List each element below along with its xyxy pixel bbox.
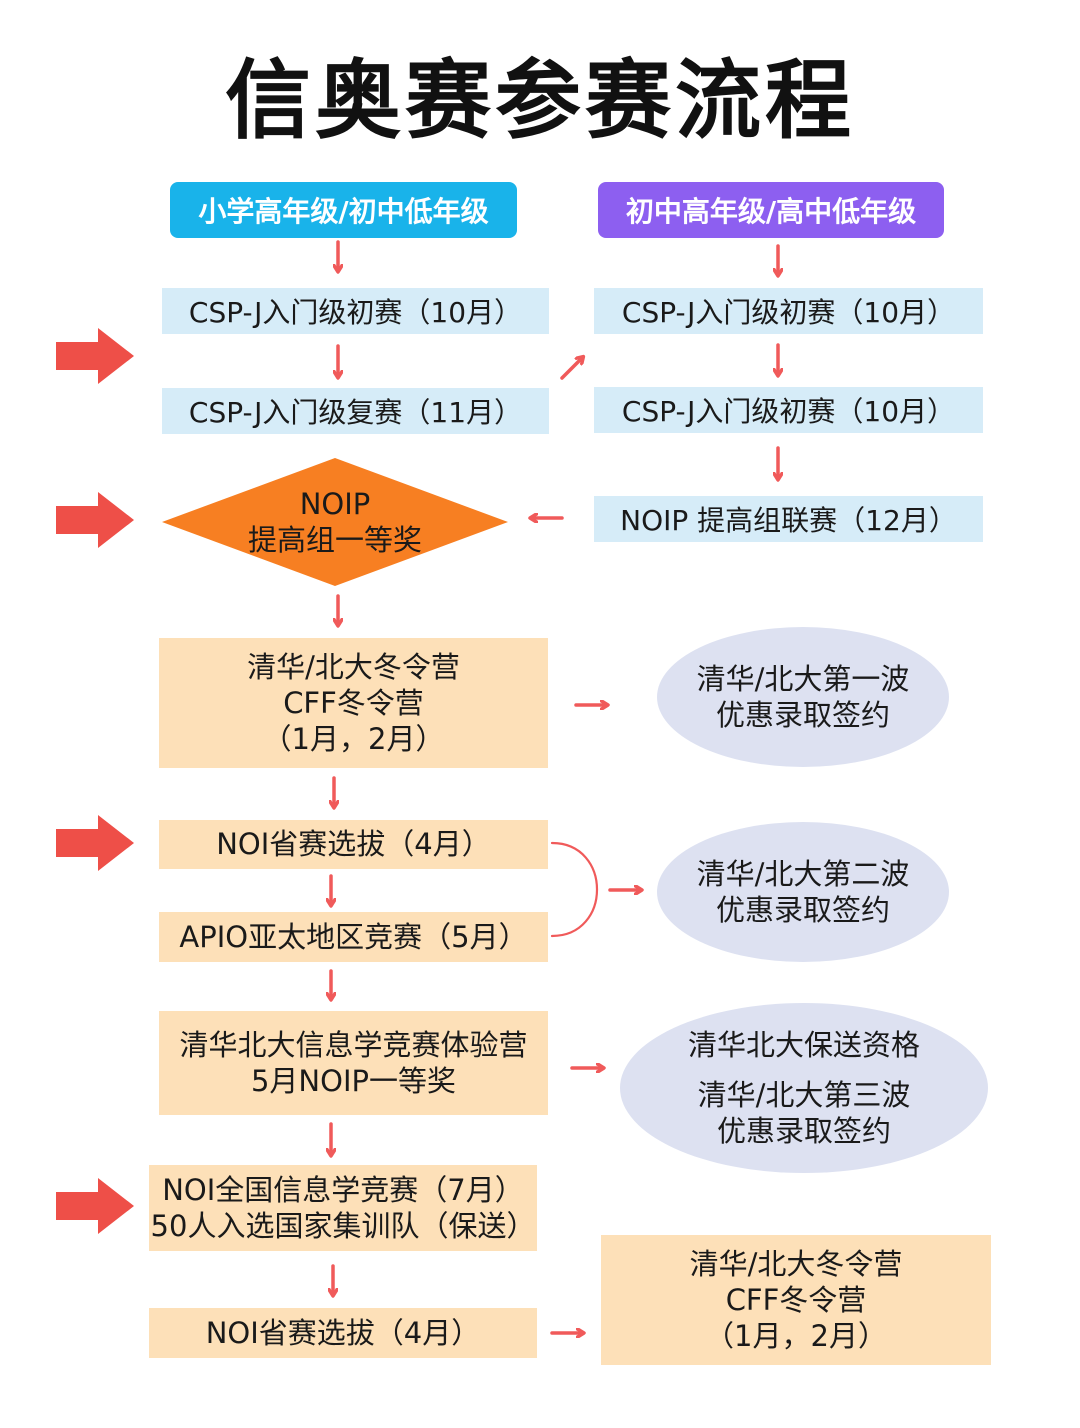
noip-award-diamond: NOIP 提高组一等奖	[162, 458, 508, 586]
right-csp-j-preliminary: CSP-J入门级初赛（10月）	[594, 288, 983, 334]
apio-competition: APIO亚太地区竞赛（5月）	[159, 912, 548, 962]
offer3-line-3: 优惠录取签约	[716, 1114, 891, 1149]
bracket-connector	[550, 841, 598, 938]
diamond-line-1: NOIP	[299, 486, 371, 521]
noi-province-selection-2: NOI省赛选拔（4月）	[149, 1308, 537, 1358]
big-arrow-right-icon	[56, 328, 134, 384]
noi-province-2-label: NOI省赛选拔（4月）	[205, 1315, 481, 1350]
winter-camp-2-line-3: （1月，2月）	[705, 1319, 887, 1354]
right-noip-league: NOIP 提高组联赛（12月）	[594, 496, 983, 542]
winter-camp-box: 清华/北大冬令营 CFF冬令营 （1月，2月）	[159, 638, 548, 768]
track-label-primary: 小学高年级/初中低年级	[170, 182, 517, 238]
page-title: 信奥赛参赛流程	[225, 51, 855, 151]
left-csp-j-final: CSP-J入门级复赛（11月）	[162, 388, 549, 434]
big-arrow-right-icon	[56, 492, 134, 548]
offer-second-wave: 清华/北大第二波 优惠录取签约	[657, 822, 949, 962]
noi-province-label: NOI省赛选拔（4月）	[216, 827, 491, 862]
left-csp-j-preliminary: CSP-J入门级初赛（10月）	[162, 288, 549, 334]
right-csp-j-preliminary-2: CSP-J入门级初赛（10月）	[594, 387, 983, 433]
arrow-up-right-icon	[560, 358, 582, 380]
winter-camp-line-1: 清华/北大冬令营	[247, 649, 460, 684]
offer3-line-2: 清华/北大第三波	[697, 1077, 911, 1112]
experience-camp-line-1: 清华北大信息学竞赛体验营	[179, 1027, 528, 1062]
winter-camp-2-line-1: 清华/北大冬令营	[689, 1246, 903, 1281]
offer1-line-2: 优惠录取签约	[715, 698, 890, 732]
noi-national-line-1: NOI全国信息学竞赛（7月）	[162, 1172, 524, 1207]
offer2-line-1: 清华/北大第二波	[696, 856, 910, 891]
noi-national-line-2: 50人入选国家集训队（保送）	[150, 1209, 536, 1243]
noi-national-box: NOI全国信息学竞赛（7月） 50人入选国家集训队（保送）	[149, 1165, 537, 1251]
offer-first-wave: 清华/北大第一波 优惠录取签约	[657, 627, 949, 767]
noi-province-selection: NOI省赛选拔（4月）	[159, 820, 548, 869]
offer-third-wave: 清华北大保送资格 清华/北大第三波 优惠录取签约	[620, 1003, 988, 1173]
offer2-line-2: 优惠录取签约	[715, 893, 890, 927]
experience-camp-box: 清华北大信息学竞赛体验营 5月NOIP一等奖	[159, 1011, 548, 1115]
diamond-shape	[162, 458, 508, 586]
winter-camp-line-2: CFF冬令营	[283, 685, 424, 720]
track-label-secondary: 初中高年级/高中低年级	[598, 182, 944, 238]
offer3-line-1: 清华北大保送资格	[687, 1027, 920, 1062]
experience-camp-line-2: 5月NOIP一等奖	[250, 1064, 456, 1098]
offer1-line-1: 清华/北大第一波	[696, 661, 910, 696]
diamond-line-2: 提高组一等奖	[247, 523, 422, 557]
winter-camp-2-line-2: CFF冬令营	[725, 1282, 867, 1317]
winter-camp-line-3: （1月，2月）	[262, 722, 445, 757]
big-arrow-right-icon	[56, 815, 134, 871]
big-arrow-right-icon	[56, 1178, 134, 1234]
winter-camp-box-2: 清华/北大冬令营 CFF冬令营 （1月，2月）	[601, 1235, 991, 1365]
apio-label: APIO亚太地区竞赛（5月）	[179, 919, 528, 954]
